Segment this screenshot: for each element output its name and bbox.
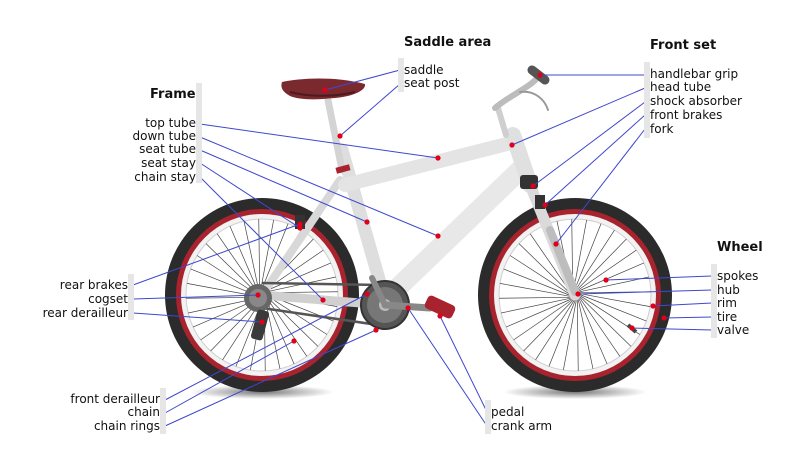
- marker-points: [255, 72, 667, 344]
- label-chain-stay: chain stay: [134, 170, 196, 184]
- label-front-brakes: front brakes: [650, 108, 723, 122]
- marker-chain-stay: [320, 297, 326, 303]
- label-down-tube: down tube: [132, 129, 196, 143]
- wheel-bar: [711, 264, 717, 338]
- marker-fork: [553, 241, 559, 247]
- marker-saddle: [322, 87, 328, 93]
- leader-line-cogset: [132, 294, 259, 300]
- front-drivetrain-bar: [160, 388, 166, 434]
- leader-line-top-tube: [199, 123, 439, 159]
- label-head-tube: head tube: [650, 80, 712, 94]
- label-chain-rings: chain rings: [93, 419, 160, 433]
- label-pedal: pedal: [491, 405, 525, 419]
- marker-valve: [629, 325, 635, 331]
- leader-line-hub: [577, 289, 713, 295]
- leader-line-down-tube: [199, 136, 439, 237]
- pedals-bar: [485, 400, 491, 434]
- leader-line-head-tube: [511, 87, 646, 146]
- label-saddle: saddle: [404, 63, 444, 77]
- leader-line-seat-tube: [199, 149, 368, 223]
- leader-lines: [132, 69, 713, 427]
- marker-spokes: [603, 277, 609, 283]
- front-set-title: Front set: [650, 38, 717, 53]
- label-seat-tube: seat tube: [139, 142, 196, 156]
- label-chain: chain: [127, 405, 161, 419]
- label-shock-absorber: shock absorber: [650, 94, 742, 108]
- saddle-area-bar: [398, 58, 404, 92]
- rear-drivetrain-bar: [128, 274, 134, 320]
- wheel-title: Wheel: [717, 240, 763, 255]
- marker-down-tube: [435, 233, 441, 239]
- label-valve: valve: [717, 323, 750, 337]
- marker-rim: [650, 303, 656, 309]
- marker-tire: [661, 315, 667, 321]
- label-seat-post: seat post: [404, 76, 460, 90]
- front-set-bar: [644, 62, 650, 138]
- label-crank-arm: crank arm: [491, 419, 553, 433]
- marker-pedal: [437, 313, 443, 319]
- marker-seat-post: [337, 133, 343, 139]
- saddle-assembly: [281, 78, 366, 174]
- label-front-derailleur: front derailleur: [70, 392, 160, 406]
- marker-seat-stay: [297, 225, 303, 231]
- label-rear-brakes: rear brakes: [59, 278, 128, 292]
- label-rear-derailleur: rear derailleur: [42, 306, 128, 320]
- frame-bar: [196, 83, 202, 183]
- marker-head-tube: [509, 142, 515, 148]
- label-tire: tire: [717, 310, 738, 324]
- marker-seat-tube: [364, 219, 370, 225]
- leader-line-front-derailleur: [164, 293, 368, 401]
- marker-hub: [575, 291, 581, 297]
- marker-shock-absorber: [530, 183, 536, 189]
- leader-line-rear-brakes: [132, 223, 301, 286]
- marker-chain: [291, 338, 297, 344]
- leader-line-chain: [164, 340, 295, 414]
- label-handlebar-grip: handlebar grip: [650, 67, 739, 81]
- leader-line-tire: [663, 316, 713, 319]
- leader-line-shock-absorber: [532, 101, 646, 187]
- marker-rear-derailleur: [259, 319, 265, 325]
- leader-line-rim: [652, 302, 713, 307]
- marker-front-brakes: [542, 202, 548, 208]
- saddle-area-title: Saddle area: [404, 35, 492, 50]
- label-top-tube: top tube: [145, 116, 196, 130]
- leader-line-chain-rings: [164, 329, 377, 427]
- leader-line-rear-derailleur: [132, 312, 263, 323]
- marker-crank-arm: [405, 305, 411, 311]
- marker-rear-brakes: [297, 221, 303, 227]
- marker-cogset: [255, 292, 261, 298]
- leader-line-front-brakes: [544, 114, 646, 206]
- label-spokes: spokes: [717, 269, 759, 283]
- leader-line-pedal: [439, 315, 488, 413]
- leader-line-valve: [631, 327, 713, 331]
- leader-line-spokes: [605, 275, 713, 281]
- label-seat-stay: seat stay: [141, 156, 196, 170]
- leader-line-seat-stay: [199, 162, 301, 229]
- leader-line-seat-post: [339, 83, 401, 137]
- leader-line-crank-arm: [407, 307, 488, 427]
- marker-handlebar-grip: [537, 72, 543, 78]
- marker-chain-rings: [373, 327, 379, 333]
- leader-line-saddle: [324, 69, 401, 91]
- label-fork: fork: [650, 122, 674, 136]
- marker-top-tube: [435, 155, 441, 161]
- leader-line-fork: [555, 128, 646, 245]
- label-hub: hub: [717, 283, 740, 297]
- frame-title: Frame: [150, 87, 196, 102]
- marker-front-derailleur: [364, 291, 370, 297]
- label-rim: rim: [717, 296, 737, 310]
- label-cogset: cogset: [88, 292, 128, 306]
